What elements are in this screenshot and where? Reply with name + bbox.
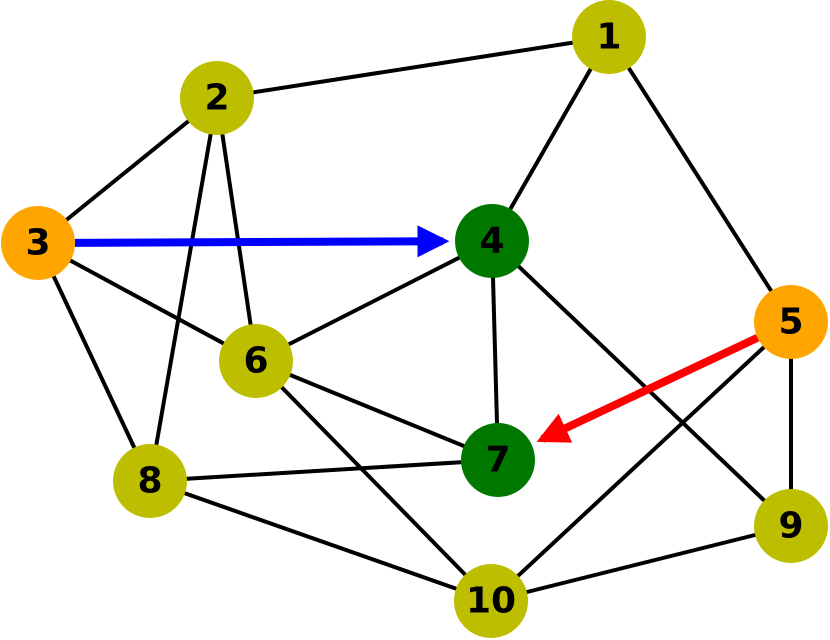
node-9: 9: [754, 489, 828, 563]
node-6: 6: [219, 324, 293, 398]
node-1: 1: [572, 0, 646, 74]
node-10-label: 10: [466, 581, 516, 622]
node-8-circle: [113, 444, 187, 518]
node-8: 8: [113, 444, 187, 518]
arrow-3-to-4: [74, 225, 450, 258]
node-9-label: 9: [778, 506, 803, 547]
edge-2-6: [215, 96, 258, 363]
edge-6-7: [254, 359, 500, 462]
node-4: 4: [455, 204, 529, 278]
node-7-circle: [461, 423, 535, 497]
edge-4-6: [254, 239, 494, 363]
node-10: 10: [454, 564, 528, 638]
edge-2-3: [36, 96, 219, 245]
node-9-circle: [754, 489, 828, 563]
edge-2-8: [148, 96, 219, 483]
edge-9-10: [489, 524, 793, 603]
edge-6-10: [254, 359, 493, 603]
node-4-circle: [455, 204, 529, 278]
node-4-label: 4: [479, 221, 504, 262]
edge-3-8: [36, 241, 152, 483]
node-5-circle: [754, 285, 828, 359]
node-6-circle: [219, 324, 293, 398]
node-5: 5: [754, 285, 828, 359]
node-1-circle: [572, 0, 646, 74]
node-5-label: 5: [778, 302, 803, 343]
edge-8-10: [148, 479, 493, 603]
node-6-label: 6: [243, 341, 268, 382]
edge-5-10: [489, 320, 793, 603]
node-3: 3: [1, 206, 75, 280]
node-2-circle: [180, 61, 254, 135]
edge-1-4: [490, 35, 611, 243]
node-7: 7: [461, 423, 535, 497]
edge-4-9: [490, 239, 793, 528]
node-3-circle: [1, 206, 75, 280]
arrow-5-to-7: [536, 334, 760, 443]
node-8-label: 8: [137, 461, 162, 502]
edge-1-5: [607, 35, 793, 324]
arrows-layer: [74, 225, 760, 443]
node-10-circle: [454, 564, 528, 638]
edge-7-8: [148, 458, 500, 483]
node-2-label: 2: [204, 78, 229, 119]
edge-1-2: [215, 35, 611, 100]
node-3-label: 3: [25, 223, 50, 264]
node-7-label: 7: [485, 440, 510, 481]
node-2: 2: [180, 61, 254, 135]
node-1-label: 1: [596, 17, 621, 58]
edge-3-6: [36, 241, 258, 363]
